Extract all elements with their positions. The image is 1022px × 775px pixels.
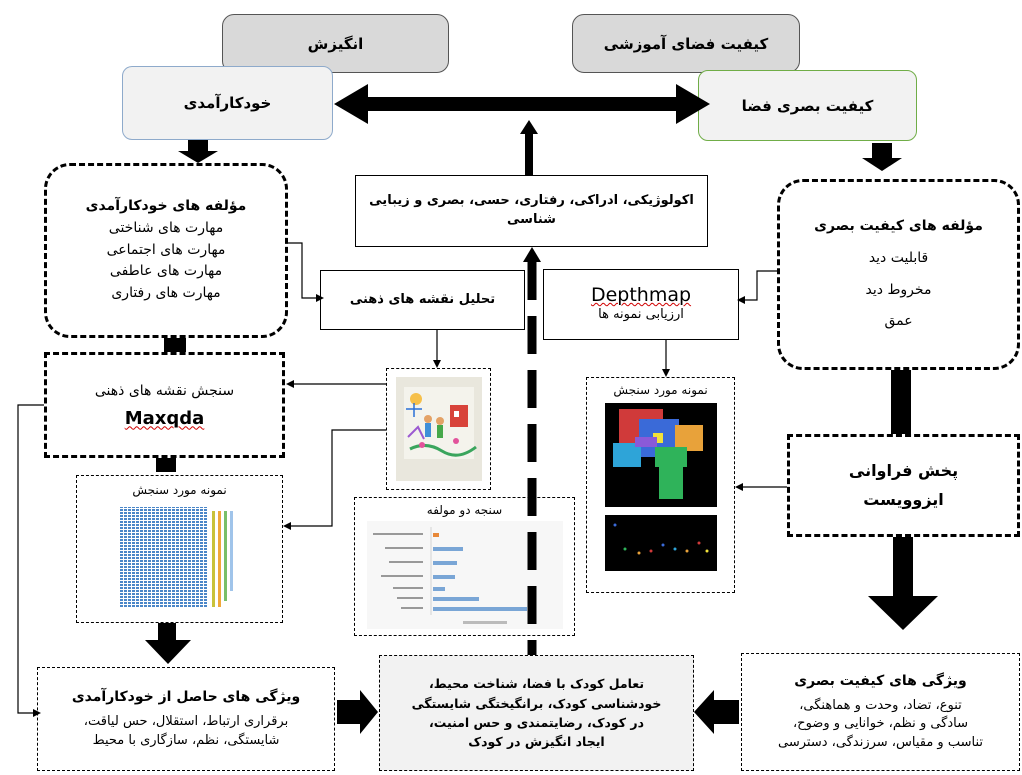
child-interaction-box: تعامل کودک با فضا، شناخت محیط، خودشناسی …	[379, 655, 694, 771]
sample-right-label: نمونه مورد سنجش	[613, 383, 708, 397]
down-arrow-icon	[178, 151, 218, 163]
self-efficacy-label: خودکارآمدی	[183, 94, 272, 112]
component-item: عمق	[884, 313, 913, 330]
child-interaction-line4: ایجاد انگیزش در کودک	[468, 734, 605, 750]
self-efficacy-features-line2: شایستگی، نظم، سازگاری با محیط	[92, 732, 280, 748]
self-efficacy-features-line1: برقراری ارتباط، استقلال، حس لیاقت،	[83, 714, 289, 729]
mind-map-analysis-label: تحلیل نقشه های ذهنی	[349, 291, 496, 307]
isovist-scatter-image	[604, 514, 717, 571]
maxqda-box: سنجش نقشه های ذهنی Maxqda	[44, 352, 285, 458]
center-dashed-arrow-icon	[523, 247, 541, 262]
depthmap-subtitle: ارزیابی نمونه ها	[598, 307, 684, 323]
component-item: مهارت های عاطفی	[109, 263, 223, 280]
visual-quality-features-box: ویژگی های کیفیت بصری تنوع، تضاد، وحدت و …	[741, 653, 1020, 771]
right-arrow-icon	[337, 690, 378, 734]
down-arrow-icon	[145, 640, 191, 664]
depthmap-title: Depthmap	[590, 284, 692, 307]
sample-left-label: نمونه مورد سنجش	[132, 483, 227, 497]
visual-quality-box: کیفیت بصری فضا	[698, 70, 917, 141]
visual-quality-label: کیفیت بصری فضا	[741, 96, 874, 115]
two-component-label: سنجه دو مولفه	[426, 503, 503, 517]
component-item: مهارت های شناختی	[108, 219, 224, 236]
visual-quality-features-line3: تناسب و مقیاس، سرزندگی، دسترسی	[778, 735, 983, 751]
isovist-box: پخش فراوانی ایزوویست	[787, 434, 1020, 537]
motivation-box: انگیزش	[222, 14, 449, 73]
motivation-label: انگیزش	[307, 34, 364, 53]
depthmap-box: Depthmap ارزیابی نمونه ها	[543, 269, 739, 340]
isovist-line1: پخش فراوانی	[848, 460, 959, 480]
isovist-image	[604, 402, 717, 507]
component-item: مهارت های رفتاری	[111, 285, 221, 302]
visual-quality-components-box: مؤلفه های کیفیت بصری قابلیت دید مخروط دی…	[777, 179, 1020, 370]
self-efficacy-box: خودکارآمدی	[122, 66, 333, 140]
maxqda-label: Maxqda	[124, 408, 205, 430]
self-efficacy-components-title: مؤلفه های خودکارآمدی	[85, 198, 247, 215]
component-item: مخروط دید	[865, 281, 932, 298]
maxqda-matrix-image	[119, 506, 233, 607]
mind-map-analysis-box: تحلیل نقشه های ذهنی	[320, 270, 525, 330]
child-interaction-line1: تعامل کودک با فضا، شناخت محیط،	[428, 676, 645, 692]
left-arrow-icon	[694, 690, 739, 734]
self-efficacy-features-title: ویژگی های حاصل از خودکارآمدی	[71, 689, 301, 706]
center-up-shaft	[525, 132, 533, 175]
space-quality-box: کیفیت فضای آموزشی	[572, 14, 800, 73]
self-efficacy-features-box: ویژگی های حاصل از خودکارآمدی برقراری ارت…	[37, 667, 335, 771]
component-item: مهارت های اجتماعی	[106, 241, 226, 258]
sample-right-box: نمونه مورد سنجش	[586, 377, 735, 593]
perception-aspects-text: اکولوژیکی، ادراکی، رفتاری، حسی، بصری و ز…	[369, 193, 694, 227]
isovist-line2: ایزوویست	[863, 489, 944, 509]
space-quality-label: کیفیت فضای آموزشی	[603, 34, 769, 53]
sample-left-box: نمونه مورد سنجش	[76, 475, 283, 623]
self-efficacy-components-box: مؤلفه های خودکارآمدی مهارت های شناختی مه…	[44, 163, 288, 338]
maxqda-line1: سنجش نقشه های ذهنی	[94, 382, 235, 399]
down-arrow-icon	[868, 596, 938, 630]
visual-quality-features-line1: تنوع، تضاد، وحدت و هماهنگی،	[799, 697, 962, 713]
center-up-arrow-icon	[520, 120, 538, 134]
child-interaction-line2: خودشناسی کودک، برانگیختگی شایستگی	[411, 695, 662, 711]
child-interaction-line3: در کودک، رضایتمندی و حس امنیت،	[428, 715, 645, 730]
component-item: قابلیت دید	[868, 249, 929, 266]
child-drawing-image	[395, 377, 482, 481]
visual-quality-features-title: ویژگی های کیفیت بصری	[794, 672, 967, 689]
visual-quality-components-title: مؤلفه های کیفیت بصری	[814, 218, 983, 235]
double-arrow-icon	[334, 84, 710, 124]
visual-quality-features-line2: سادگی و نظم، خوانایی و وضوح،	[792, 716, 969, 732]
perception-aspects-box: اکولوژیکی، ادراکی، رفتاری، حسی، بصری و ز…	[355, 175, 708, 247]
down-arrow-icon	[862, 158, 902, 171]
child-drawing-box	[386, 368, 491, 490]
